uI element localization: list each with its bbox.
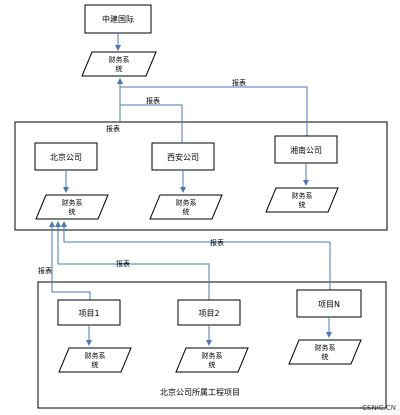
svg-text:统: 统 (69, 207, 76, 216)
top-finance-system: 财务系 统 (81, 51, 157, 77)
report-label: 报表 (106, 124, 120, 133)
svg-text:统: 统 (299, 200, 306, 209)
project-frame (37, 281, 387, 409)
finance-system-project-n: 财务系 统 (288, 339, 362, 365)
project-caption: 北京公司所属工程项目 (160, 387, 240, 397)
svg-text:财务系: 财务系 (315, 343, 336, 352)
finance-system-xian: 财务系 统 (149, 194, 223, 220)
report-label: 报表 (232, 78, 246, 87)
report-line-project-2 (55, 221, 210, 300)
top-company-label: 中建国际 (102, 14, 134, 24)
regional-frame (14, 121, 388, 231)
finance-system-hunan: 财务系 统 (265, 187, 339, 213)
watermark: CSNIC.CN (362, 404, 396, 412)
svg-text:财务系: 财务系 (109, 55, 130, 64)
finance-system-project-1: 财务系 统 (58, 347, 132, 373)
report-line-hunan (117, 78, 308, 140)
project-node-2: 项目2 (177, 299, 241, 326)
report-label: 报表 (38, 266, 52, 275)
svg-text:统: 统 (209, 360, 216, 369)
svg-text:财务系: 财务系 (85, 351, 106, 360)
svg-text:统: 统 (183, 207, 190, 216)
svg-text:项目1: 项目1 (78, 309, 99, 318)
svg-text:项目2: 项目2 (198, 309, 219, 318)
svg-text:湘南公司: 湘南公司 (290, 145, 322, 155)
report-label: 报表 (146, 96, 160, 105)
svg-text:北京公司: 北京公司 (50, 152, 82, 162)
top-company-node: 中建国际 (84, 4, 152, 34)
svg-text:西安公司: 西安公司 (167, 152, 199, 162)
finance-system-beijing: 财务系 统 (35, 194, 109, 220)
svg-text:财务系: 财务系 (202, 351, 223, 360)
report-line-project-1 (49, 221, 91, 300)
svg-text:统: 统 (322, 352, 329, 361)
company-node-xian: 西安公司 (151, 142, 215, 171)
project-node-n: 项目N (296, 289, 362, 318)
report-line-xian (117, 78, 183, 142)
svg-text:财务系: 财务系 (292, 191, 313, 200)
svg-text:项目N: 项目N (318, 300, 340, 309)
svg-text:财务系: 财务系 (62, 198, 83, 207)
svg-text:财务系: 财务系 (176, 198, 197, 207)
svg-text:统: 统 (116, 64, 123, 73)
report-label: 报表 (210, 238, 224, 247)
company-node-beijing: 北京公司 (34, 142, 98, 171)
report-label: 报表 (116, 259, 130, 268)
svg-text:统: 统 (92, 360, 99, 369)
report-line-project-n (61, 221, 331, 290)
finance-system-project-2: 财务系 统 (175, 347, 249, 373)
company-node-hunan: 湘南公司 (274, 135, 338, 164)
project-node-1: 项目1 (57, 299, 121, 326)
